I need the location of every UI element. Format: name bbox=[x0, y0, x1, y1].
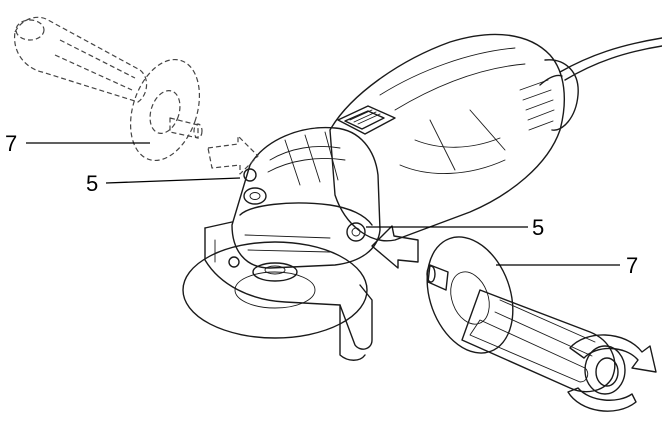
callout-mount-left: 5 bbox=[86, 171, 241, 196]
rotate-clockwise-icon bbox=[567, 334, 657, 412]
motor-housing bbox=[329, 33, 579, 242]
callout-label-mount-right: 5 bbox=[532, 215, 544, 240]
callout-handle-left: 7 bbox=[5, 131, 150, 156]
side-handle-ghost bbox=[14, 16, 203, 162]
insert-arrow-dashed-icon bbox=[207, 135, 259, 175]
callout-label-handle-left: 7 bbox=[5, 131, 17, 156]
wheel-guard bbox=[182, 221, 373, 361]
power-switch bbox=[337, 105, 396, 135]
gear-head bbox=[231, 126, 381, 269]
callout-handle-right: 7 bbox=[496, 253, 638, 278]
insert-arrow-icon bbox=[371, 225, 419, 269]
callout-mount-right: 5 bbox=[366, 215, 544, 240]
callout-label-mount-left: 5 bbox=[86, 171, 98, 196]
callout-label-handle-right: 7 bbox=[626, 253, 638, 278]
side-handle bbox=[426, 236, 626, 395]
